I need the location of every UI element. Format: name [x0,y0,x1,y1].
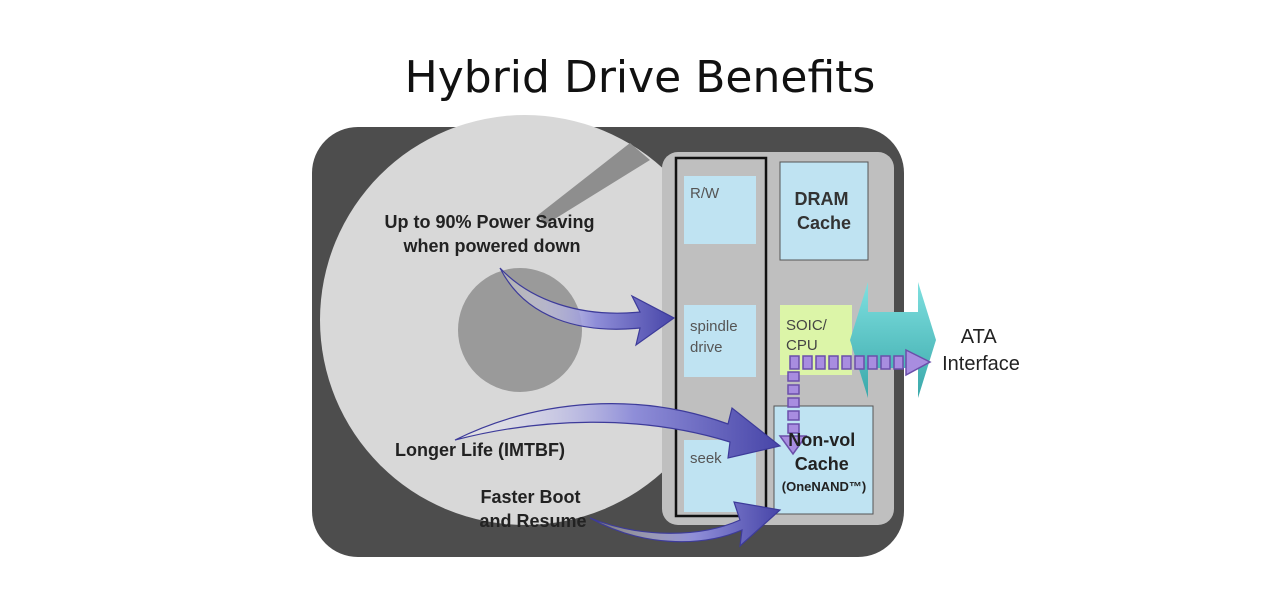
ata-double-arrow [850,282,936,398]
spindle-label: spindle drive [690,318,742,356]
spindle-box [684,305,756,377]
soic-label: SOIC/ CPU [786,317,831,354]
page-title: Hybrid Drive Benefits [404,52,876,103]
head-arm [538,143,650,225]
dram-box [779,161,869,261]
dotted-data-arrow [778,348,932,456]
rw-box [684,176,756,244]
rw-label: R/W [690,185,720,202]
seek-label: seek [690,450,722,467]
ata-interface-label: ATA Interface [942,326,1020,375]
power-arrow [499,267,676,347]
boot-arrow [589,501,782,548]
dram-label: DRAM Cache [794,189,853,233]
life-arrow [454,403,782,459]
boot-benefit-label: Faster Boot and Resume [479,487,586,531]
nonvol-label: Non-vol Cache (OneNAND™) [782,430,867,494]
head-column [674,156,768,518]
power-benefit-label: Up to 90% Power Saving when powered down [384,212,599,256]
life-benefit-label: Longer Life (IMTBF) [395,440,565,460]
platter-hub [458,268,582,392]
